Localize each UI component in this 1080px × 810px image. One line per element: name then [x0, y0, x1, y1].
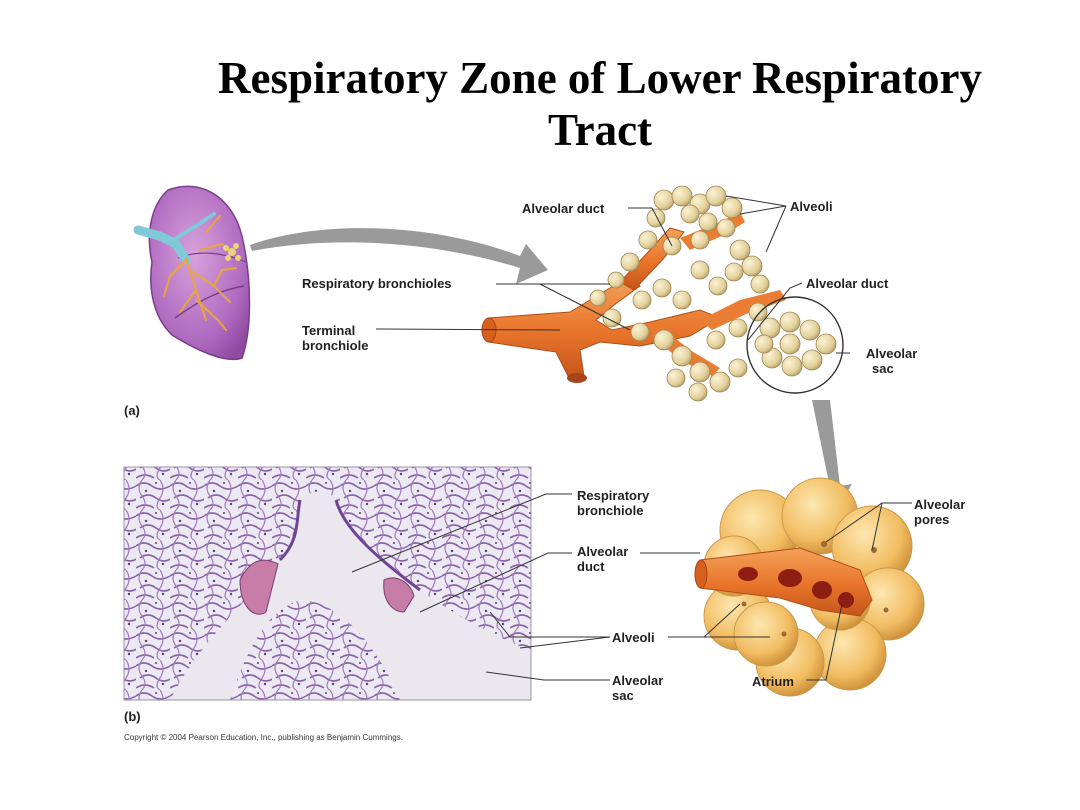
- label-alveolar-sac-b: Alveolar sac: [612, 673, 663, 703]
- label-alveolar-sac-a-line2: sac: [872, 361, 894, 376]
- panel-a-label: (a): [124, 403, 140, 418]
- label-alveolar-duct-b-line1: Alveolar: [577, 544, 629, 559]
- magnify-arrow: [250, 228, 548, 284]
- histology-micrograph: [123, 466, 532, 701]
- label-alveolar-pores-line1: Alveolar: [914, 497, 966, 512]
- label-alveolar-duct-top: Alveolar duct: [522, 201, 605, 216]
- label-alveolar-pores-line2: pores: [914, 512, 950, 527]
- label-alveolar-sac-a: Alveolar sac: [866, 346, 917, 376]
- alveolar-sac-3d: [694, 477, 925, 697]
- alveolar-sac-highlight: [746, 296, 844, 394]
- leader-lines-b: [351, 493, 611, 681]
- title-line-2: Tract: [547, 105, 653, 155]
- label-respiratory-bronchiole-b: Respiratory bronchiole: [577, 488, 649, 518]
- label-alveolar-sac-b-line2: sac: [612, 688, 634, 703]
- title-line-1: Respiratory Zone of Lower Respiratory: [217, 53, 983, 103]
- label-alveolar-sac-a-line1: Alveolar: [866, 346, 918, 361]
- leader-lines-a: [375, 195, 850, 354]
- label-alveolar-sac-b-line1: Alveolar: [612, 673, 664, 688]
- label-alveolar-duct-b: Alveolar duct: [577, 544, 628, 574]
- panel-b-label: (b): [124, 709, 141, 724]
- label-terminal-bronchiole-line2: bronchiole: [302, 338, 369, 353]
- label-respiratory-bronchioles: Respiratory bronchioles: [302, 276, 452, 291]
- label-atrium: Atrium: [752, 674, 794, 689]
- copyright-notice: Copyright © 2004 Pearson Education, Inc.…: [124, 733, 403, 742]
- label-alveoli-b: Alveoli: [612, 630, 655, 645]
- label-terminal-bronchiole: Terminal bronchiole: [302, 323, 368, 353]
- lung-illustration: [133, 185, 251, 361]
- label-alveolar-duct-b-line2: duct: [577, 559, 605, 574]
- slide-title: Respiratory Zone of Lower Respiratory Tr…: [150, 52, 1050, 156]
- label-alveolar-pores: Alveolar pores: [914, 497, 965, 527]
- label-terminal-bronchiole-line1: Terminal: [302, 323, 356, 338]
- label-alveolar-duct-right: Alveolar duct: [806, 276, 889, 291]
- label-respiratory-bronchiole-b-line2: bronchiole: [577, 503, 644, 518]
- alveoli-clusters: [589, 185, 837, 402]
- label-respiratory-bronchiole-b-line1: Respiratory: [577, 488, 650, 503]
- leader-lines-sac: [640, 502, 912, 681]
- label-alveoli-a: Alveoli: [790, 199, 833, 214]
- down-arrow: [812, 400, 852, 510]
